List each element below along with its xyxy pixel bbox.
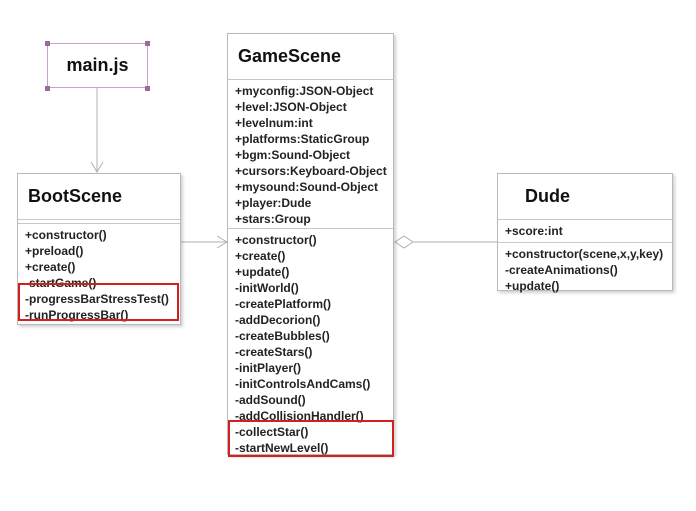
class-method: -progressBarStressTest() xyxy=(25,292,169,306)
class-method: -initPlayer() xyxy=(235,361,302,375)
class-name: BootScene xyxy=(18,174,180,220)
class-method: +constructor() xyxy=(235,233,317,247)
class-method: -createStars() xyxy=(235,345,313,359)
gamescene-class[interactable]: GameScene +myconfig:JSON-Object +level:JS… xyxy=(227,33,394,455)
selection-handle[interactable] xyxy=(45,86,50,91)
class-attribute: +myconfig:JSON-Object xyxy=(235,84,374,98)
class-attribute: +cursors:Keyboard-Object xyxy=(235,164,387,178)
main-js-note[interactable]: main.js xyxy=(47,43,148,88)
class-method: +preload() xyxy=(25,244,84,258)
class-method: -addDecorion() xyxy=(235,313,321,327)
class-method: +update() xyxy=(505,279,560,293)
class-attribute: +score:int xyxy=(505,224,563,238)
class-attributes: +myconfig:JSON-Object +level:JSON-Object +… xyxy=(228,80,393,229)
class-name: Dude xyxy=(498,174,672,220)
class-methods: +constructor() +create() +update() -initWor… xyxy=(228,229,393,459)
class-name: GameScene xyxy=(228,34,393,80)
selection-handle[interactable] xyxy=(145,86,150,91)
class-method: +create() xyxy=(235,249,286,263)
class-attribute: +stars:Group xyxy=(235,212,311,226)
class-method: -initControlsAndCams() xyxy=(235,377,371,391)
class-methods: +constructor(scene,x,y,key) -createAnimat… xyxy=(498,243,672,297)
aggregation-diamond xyxy=(394,235,414,249)
class-method: +constructor(scene,x,y,key) xyxy=(505,247,664,261)
class-attributes xyxy=(18,220,180,224)
main-js-label: main.js xyxy=(66,55,129,75)
dude-class[interactable]: Dude +score:int +constructor(scene,x,y,k… xyxy=(497,173,673,293)
association-arrowhead xyxy=(216,235,228,249)
note-link-arrowhead xyxy=(90,161,104,173)
class-methods: +constructor() +preload() +create() -startG… xyxy=(18,224,180,326)
class-attribute: +levelnum:int xyxy=(235,116,313,130)
class-method: -runProgressBar() xyxy=(25,308,129,322)
class-method: -createPlatform() xyxy=(235,297,332,311)
class-method: -initWorld() xyxy=(235,281,299,295)
class-attribute: +mysound:Sound-Object xyxy=(235,180,379,194)
class-method: -addCollisionHandler() xyxy=(235,409,364,423)
class-method: -addSound() xyxy=(235,393,306,407)
selection-handle[interactable] xyxy=(145,41,150,46)
class-method: -startGame() xyxy=(25,276,97,290)
selection-handle[interactable] xyxy=(45,41,50,46)
class-method: -createAnimations() xyxy=(505,263,618,277)
class-method: +update() xyxy=(235,265,290,279)
class-method: -createBubbles() xyxy=(235,329,330,343)
class-method: -startNewLevel() xyxy=(235,441,329,455)
class-attribute: +level:JSON-Object xyxy=(235,100,347,114)
class-attribute: +bgm:Sound-Object xyxy=(235,148,350,162)
class-method: -collectStar() xyxy=(235,425,309,439)
class-method: +create() xyxy=(25,260,76,274)
class-attributes: +score:int xyxy=(498,220,672,243)
class-method: +constructor() xyxy=(25,228,107,242)
class-attribute: +player:Dude xyxy=(235,196,312,210)
class-attribute: +platforms:StaticGroup xyxy=(235,132,370,146)
bootscene-class[interactable]: BootScene +constructor() +preload() +creat… xyxy=(17,173,181,325)
